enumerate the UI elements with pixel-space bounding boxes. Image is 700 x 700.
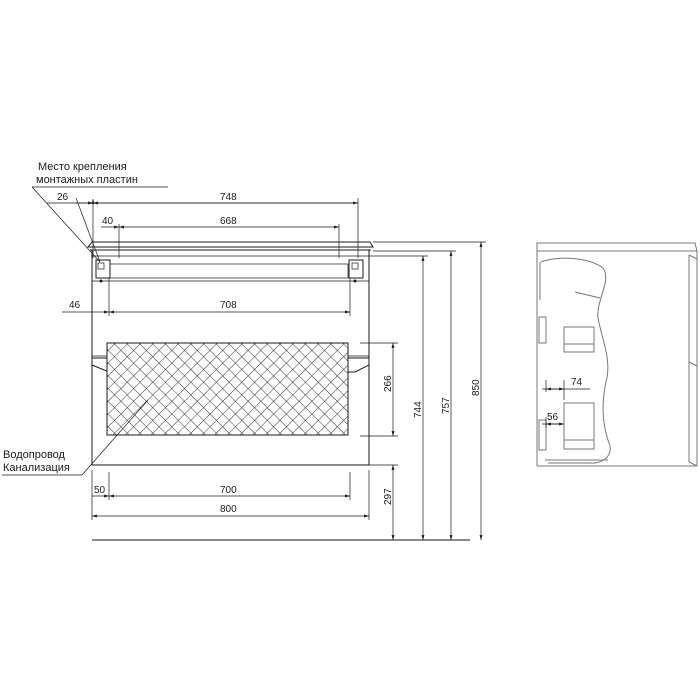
dim-708-label: 708: [220, 300, 237, 311]
dim-74-label: 74: [571, 377, 583, 388]
cabinet-body: [91, 249, 370, 466]
dim-850-label: 850: [471, 379, 482, 396]
dim-668-label: 668: [220, 216, 237, 227]
dim-744-label: 744: [413, 401, 424, 418]
mounting-leader: [31, 186, 168, 263]
dim-40-label: 40: [102, 216, 114, 227]
dim-297-label: 297: [383, 488, 394, 505]
side-cabinet-body: [536, 251, 698, 467]
pipes-label-line2: Канализация: [3, 462, 70, 474]
dim-800: [91, 470, 370, 520]
dim-800-label: 800: [220, 504, 237, 515]
dim-56: [542, 417, 564, 428]
dim-757: [373, 250, 456, 540]
side-view: 74 56: [536, 242, 698, 467]
pipes-label-line1: Водопровод: [3, 449, 66, 461]
dim-74: [542, 380, 590, 400]
side-wave-profile: [540, 257, 611, 464]
dim-700-label: 700: [220, 485, 237, 496]
dim-26-label: 26: [57, 192, 69, 203]
plumbing-zone-hatch: [106, 342, 349, 436]
side-drawer-upper: [538, 316, 595, 353]
dim-50-label: 50: [94, 485, 106, 496]
side-top-detail: [539, 262, 601, 300]
dim-297: [369, 464, 398, 540]
dim-748-label: 748: [220, 192, 237, 203]
dim-266-label: 266: [383, 375, 394, 392]
dim-700: [92, 472, 351, 500]
mounting-plate-right: [348, 259, 364, 283]
side-countertop: [536, 242, 698, 252]
front-view: Место крепления монтажных пластин Водопр…: [2, 161, 486, 541]
dim-850: [373, 241, 486, 540]
dim-46-label: 46: [69, 300, 81, 311]
dim-56-label: 56: [547, 412, 559, 423]
dim-748: [47, 198, 359, 258]
dim-266: [360, 342, 398, 437]
side-drawer-lower: [538, 402, 608, 461]
mounting-plate-left: [95, 259, 111, 283]
dim-757-label: 757: [441, 397, 452, 414]
countertop: [86, 241, 374, 251]
dim-708: [62, 278, 351, 316]
mounting-label-line1: Место крепления: [38, 161, 127, 173]
mounting-label-line2: монтажных пластин: [36, 174, 138, 186]
dim-744: [369, 255, 428, 540]
dim-668: [101, 224, 340, 258]
pipes-leader: [2, 399, 149, 476]
